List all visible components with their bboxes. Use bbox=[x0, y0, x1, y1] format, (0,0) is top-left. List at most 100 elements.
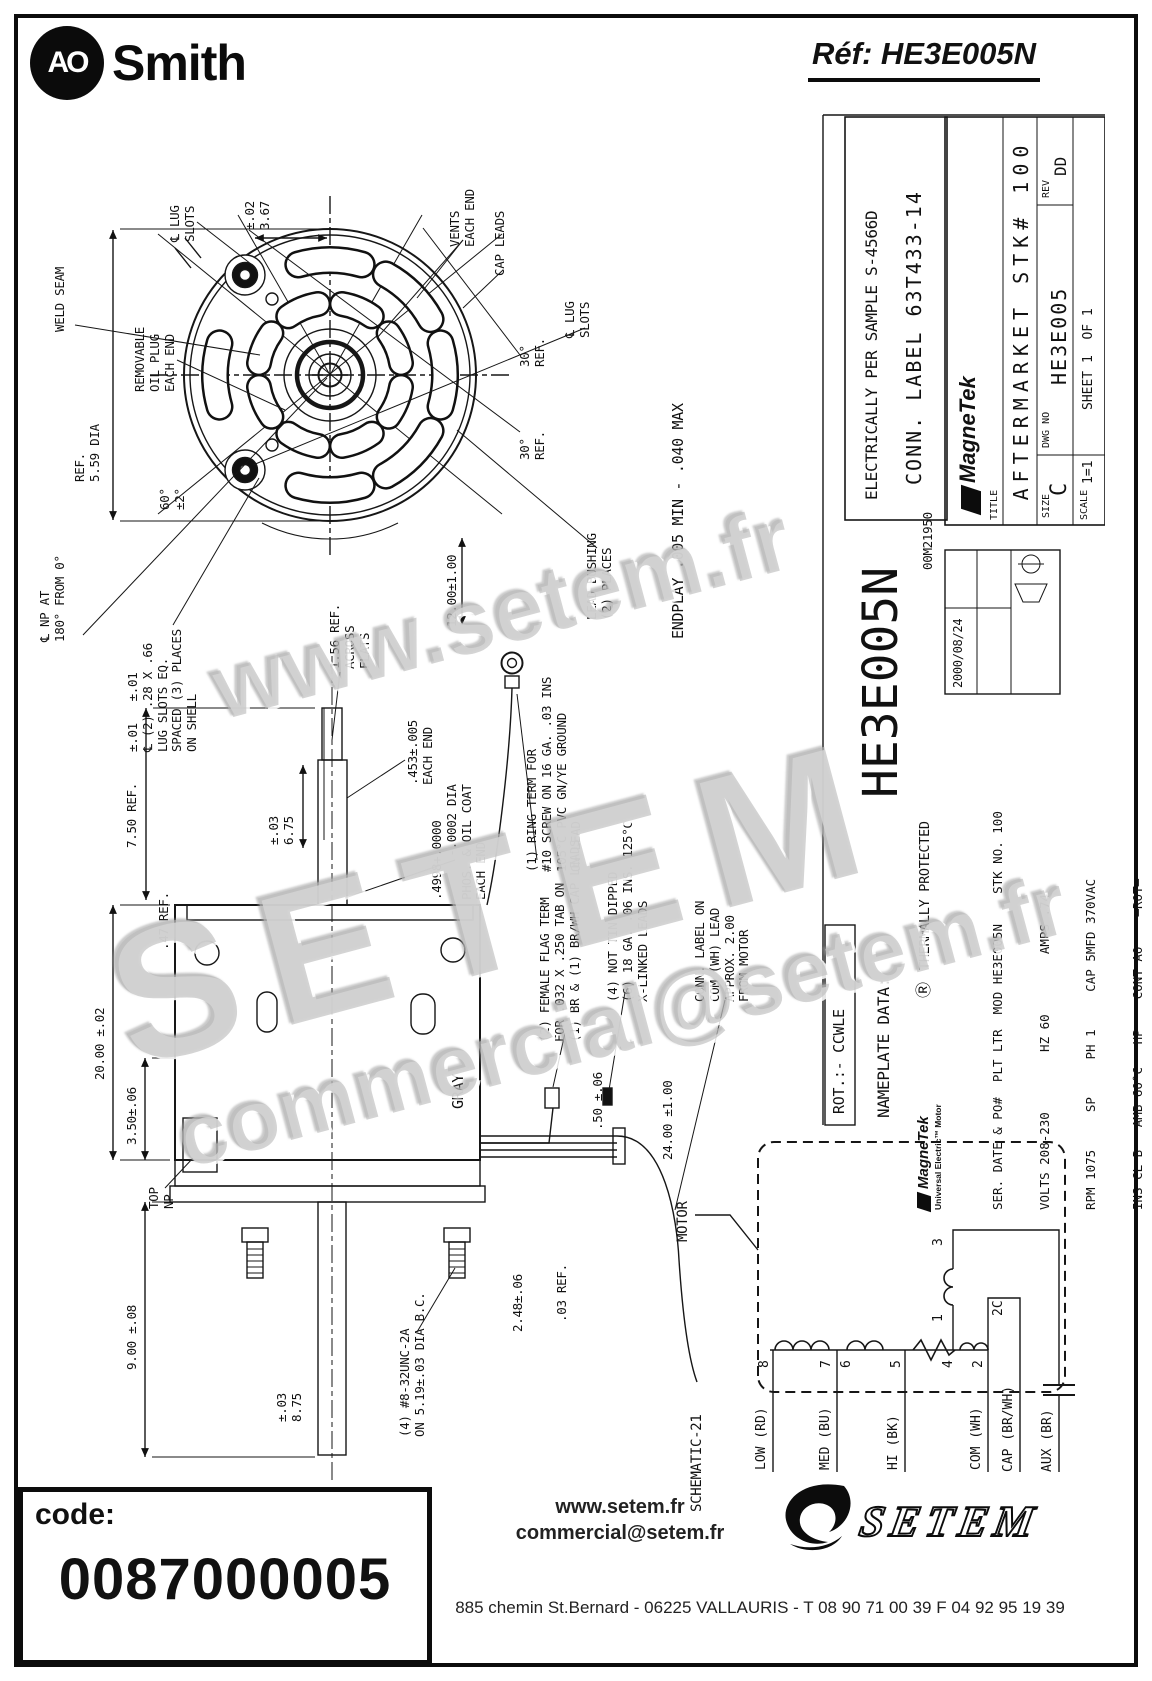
terminal-3: 3 bbox=[931, 1238, 946, 1246]
size-value: C bbox=[1047, 482, 1072, 496]
nameplate-heading: NAMEPLATE DATA: bbox=[874, 978, 893, 1118]
footer-website: www.setem.fr bbox=[555, 1496, 685, 1518]
callout-vents: VENTS EACH END bbox=[447, 189, 477, 247]
magnetek-sub: Universal Electric™ Motor bbox=[933, 1104, 943, 1210]
callout-dia-4998: .4998+.0000 -.0002 DIA PHOS. & OIL COAT … bbox=[429, 784, 489, 900]
part-number-large: HE3E005N bbox=[853, 566, 909, 798]
nameplate-line: SER. DATE & PO# PLT LTR MOD HE3E005N STK… bbox=[990, 811, 1005, 1210]
terminal-2: 2 bbox=[971, 1360, 986, 1368]
callout-dim-24: 24.00 ±1.00 bbox=[660, 1080, 675, 1160]
footer-address: 885 chemin St.Bernard - 06225 VALLAURIS … bbox=[455, 1598, 1065, 1617]
callout-dim-8-75: ±.03 8.75 bbox=[274, 1393, 304, 1422]
code-box: code: 0087000005 bbox=[18, 1487, 432, 1665]
nameplate-magnetek-logo: MagneTek Universal Electric™ Motor bbox=[915, 1104, 943, 1213]
lead-med-bu: MED (BU) bbox=[818, 1407, 833, 1470]
page-border bbox=[14, 14, 1138, 1667]
code-value: 0087000005 bbox=[58, 1547, 392, 1612]
drawing-title: AFTERMARKET STK# 100 bbox=[1009, 139, 1033, 501]
lead-cap-brwh: CAP (BR/WH) bbox=[1001, 1385, 1016, 1472]
callout-across-flats: 1.56 REF. ACROSS FLATS bbox=[327, 603, 372, 669]
ul-mark-icon: Ⓡ bbox=[914, 982, 933, 998]
lead-hi-bk: HI (BK) bbox=[886, 1415, 901, 1470]
callout-dim-3-67: ±.02 3.67 bbox=[242, 201, 272, 230]
reference-number: Réf: HE3E005N bbox=[808, 36, 1040, 82]
sheet-value: SHEET 1 OF 1 bbox=[1081, 308, 1096, 410]
title-label: TITLE bbox=[989, 489, 1000, 520]
terminal-1: 1 bbox=[931, 1314, 946, 1322]
footer-email: commercial@setem.fr bbox=[515, 1522, 725, 1544]
ao-smith-logo: AO Smith bbox=[30, 26, 247, 100]
nameplate-line: VOLTS 208-230 HZ 60 AMPS .74 bbox=[1036, 893, 1052, 1210]
setem-swirl-icon bbox=[785, 1484, 851, 1551]
title-block-note1: ELECTRICALLY PER SAMPLE S-4566D bbox=[862, 210, 881, 500]
drawing-area: ℄ LUG SLOTS ±.02 3.67 VENTS EACH END CAP… bbox=[25, 110, 1145, 1560]
ao-smith-logo-circle: AO bbox=[30, 26, 104, 100]
callout-lug-slots-shell: ±.01 ±.01 ℄ (2) .28 X .66 LUG SLOTS EQ. … bbox=[125, 629, 199, 752]
nameplate-line: RPM 1075 SP PH 1 CAP 5MFD 370VAC bbox=[1083, 878, 1098, 1210]
callout-60-deg: 60° ±2° bbox=[157, 488, 187, 510]
ao-monogram: AO bbox=[47, 46, 90, 79]
callout-dim-3-50: 3.50±.06 bbox=[124, 1087, 139, 1145]
drawing-date: 2000/08/24 bbox=[951, 618, 965, 688]
schematic-motor-label: MOTOR bbox=[675, 1201, 691, 1242]
title-block-note2: CONN. LABEL 63T433-14 bbox=[902, 190, 926, 485]
callout-flag-term: (2) FEMALE FLAG TERM FOR .032 X .250 TAB… bbox=[537, 839, 582, 1042]
magnetek-mark-small bbox=[916, 1191, 931, 1213]
callout-30-ref-a: 30° REF. bbox=[517, 338, 547, 367]
callout-7-50-ref: 7.50 REF. bbox=[124, 782, 139, 848]
lead-aux-br: AUX (BR) bbox=[1040, 1409, 1055, 1472]
callout-weld-seam: WELD SEAM bbox=[52, 266, 67, 332]
footer-contacts: www.setem.fr commercial@setem.fr bbox=[470, 1494, 770, 1546]
rotation-note: ROT.:- CCWLE bbox=[830, 1009, 848, 1114]
setem-logo-text: SETEM bbox=[856, 1496, 1044, 1546]
callout-dim-9: 9.00 ±.08 bbox=[124, 1304, 139, 1370]
rev-label: REV bbox=[1041, 179, 1052, 198]
scale-label: SCALE bbox=[1079, 489, 1090, 520]
callout-03-ref: .03 REF. bbox=[554, 1264, 569, 1322]
thermally-protected: THERMALLY PROTECTED bbox=[917, 821, 933, 970]
doc-number: 00M21950 bbox=[920, 512, 935, 570]
callout-lug-slots-top: ℄ LUG SLOTS bbox=[167, 205, 197, 242]
lead-low-rd: LOW (RD) bbox=[754, 1407, 769, 1470]
callout-not-tin: (4) NOT TIN DIPPED (6) 18 GA. .06 INS. 1… bbox=[605, 821, 650, 1002]
callout-lug-slots-right: ℄ LUG SLOTS bbox=[562, 301, 592, 338]
callout-dia-5-59: REF. 5.59 DIA bbox=[72, 424, 102, 482]
size-label: SIZE bbox=[1041, 493, 1052, 518]
callout-dim-2-48: 2.48±.06 bbox=[510, 1274, 525, 1332]
nameplate-line: INS CL B AMB 60°C HP CONT AO —ROT— bbox=[1129, 878, 1145, 1210]
terminal-2c: 2C bbox=[991, 1300, 1006, 1316]
callout-cap-leads: CAP LEADS bbox=[492, 210, 507, 276]
nameplate-lines: SER. DATE & PO# PLT LTR MOD HE3E005N STK… bbox=[959, 811, 1152, 1210]
callout-dim-6-75: ±.03 6.75 bbox=[266, 816, 296, 845]
terminal-7: 7 bbox=[819, 1360, 834, 1368]
callout-dim-50: .50 ±.06 bbox=[590, 1072, 605, 1130]
scale-value: 1=1 bbox=[1081, 460, 1096, 484]
callout-endplay: ENDPLAY .005 MIN - .040 MAX bbox=[669, 403, 687, 639]
setem-logo: SETEM bbox=[780, 1478, 1050, 1565]
terminal-5: 5 bbox=[889, 1360, 904, 1368]
callout-30-ref-b: 30° REF. bbox=[517, 431, 547, 460]
lead-com-wh: COM (WH) bbox=[969, 1407, 984, 1470]
engineering-drawing-sheet: ℄ LUG SLOTS ±.02 3.67 VENTS EACH END CAP… bbox=[25, 110, 1145, 1560]
callout-oil-plug: REMOVABLE OIL PLUG EACH END bbox=[132, 326, 177, 392]
terminal-8: 8 bbox=[757, 1360, 772, 1368]
magnetek-logo: MagneTek bbox=[955, 376, 981, 516]
dwg-no-label: DWG NO bbox=[1041, 411, 1052, 448]
brand-name: Smith bbox=[112, 35, 247, 91]
code-label: code: bbox=[35, 1498, 116, 1531]
callout-dim-20: 20.00 ±.02 bbox=[92, 1007, 107, 1080]
callout-47-ref: .47 REF. bbox=[156, 892, 171, 950]
callout-dim-12: 12.00±1.00 bbox=[444, 554, 459, 627]
drawing-linework bbox=[74, 114, 1105, 1480]
terminal-6: 6 bbox=[839, 1360, 854, 1368]
callout-dim-453: .453±.005 EACH END bbox=[405, 719, 435, 785]
callout-conn-label: CONN. LABEL ON COM (WH) LEAD APPROX. 2.0… bbox=[692, 900, 752, 1002]
callout-np-at: ℄ NP AT 180° FROM 0° bbox=[37, 555, 67, 642]
callout-lead-bushing: LEAD BUSHING (2) PLACES bbox=[584, 533, 614, 620]
terminal-4: 4 bbox=[941, 1360, 956, 1368]
callout-top-np: TOP NP bbox=[146, 1187, 176, 1209]
callout-gray: GRAY bbox=[449, 1074, 467, 1109]
rev-value: DD bbox=[1051, 156, 1070, 176]
callout-studs: (4) #8-32UNC-2A ON 5.19±.03 DIA B.C. bbox=[397, 1292, 427, 1437]
